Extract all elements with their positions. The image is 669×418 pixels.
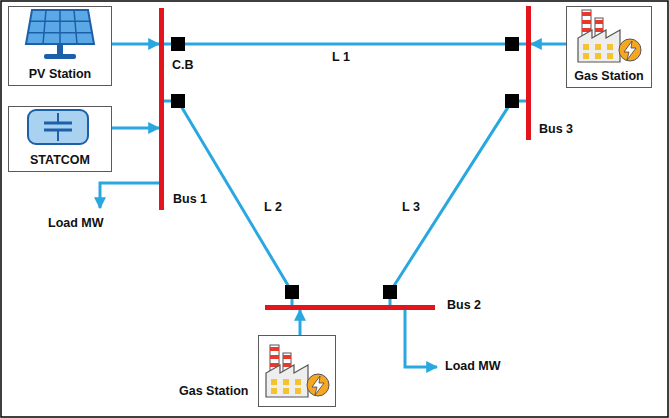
drawing-part [271, 379, 277, 385]
circuit-breaker [285, 285, 299, 299]
drawing-part [607, 53, 613, 59]
drawing-part [270, 355, 279, 359]
station-label: PV Station [29, 67, 92, 82]
transmission-line [164, 101, 292, 305]
drawing-part [595, 53, 601, 59]
station-label: STATCOM [30, 153, 90, 168]
station-label: Gas Station [179, 384, 248, 399]
circuit-breaker [171, 94, 185, 108]
drawing-part [44, 122, 72, 125]
drawing-part [59, 10, 61, 44]
drawing-part [266, 365, 308, 397]
drawing-part [582, 20, 591, 24]
bus-bar: Bus 3 [526, 6, 531, 140]
drawing-part [28, 110, 88, 144]
drawing-part [582, 12, 591, 16]
drawing-part [295, 388, 301, 394]
line-label: L 3 [400, 200, 422, 215]
bus-label: Bus 2 [445, 298, 483, 313]
drawing-part [26, 10, 94, 44]
drawing-part [578, 30, 620, 62]
breaker-label: C.B [170, 58, 196, 73]
line-label: L 2 [262, 200, 284, 215]
drawing-part [283, 379, 289, 385]
feed-arrow [112, 43, 159, 46]
gas-station-box: Gas Station [566, 6, 652, 88]
drawing-part [30, 21, 90, 23]
drawing-part [270, 347, 279, 351]
gas-plant-icon [266, 345, 329, 397]
circuit-breaker [171, 37, 185, 51]
drawing-part [283, 363, 291, 367]
gas-station-box: Gas Station [258, 335, 336, 407]
bus-bar: Bus 2 [265, 305, 435, 310]
solar-panel-icon [26, 10, 94, 59]
load-arrow [100, 183, 159, 208]
bus-bar: Bus 1 [159, 8, 164, 210]
transmission-line [390, 101, 526, 305]
drawing-part [295, 379, 301, 385]
drawing-part [271, 388, 277, 394]
drawing-part [619, 39, 641, 61]
feed-arrow [299, 310, 302, 335]
drawing-part [595, 44, 601, 50]
drawing-part [57, 130, 59, 141]
gas-plant-icon [578, 10, 641, 62]
drawing-part [583, 53, 589, 59]
statcom-icon [28, 110, 88, 144]
transmission-line [164, 43, 526, 46]
bus-label: Bus 1 [171, 192, 209, 207]
drawing-part [583, 44, 589, 50]
pv-station-box: PV Station [8, 6, 112, 86]
drawing-part [607, 44, 613, 50]
drawing-part [44, 54, 76, 59]
line-label: L 1 [330, 50, 352, 65]
feed-arrow [531, 43, 566, 46]
drawing-part [43, 10, 46, 44]
station-label: Gas Station [574, 69, 643, 84]
circuit-breaker [505, 37, 519, 51]
drawing-part [307, 374, 329, 396]
statcom-box: STATCOM [8, 106, 112, 172]
drawing-part [595, 20, 603, 24]
bus-label: Bus 3 [537, 122, 575, 137]
drawing-part [595, 28, 603, 32]
drawing-part [312, 376, 324, 395]
circuit-breaker [505, 94, 519, 108]
circuit-breaker [383, 285, 397, 299]
load-label: Load MW [443, 359, 503, 374]
drawing-part [57, 44, 63, 54]
drawing-part [283, 388, 289, 394]
drawing-part [28, 32, 92, 34]
load-label: Load MW [46, 216, 106, 231]
drawing-part [74, 10, 77, 44]
drawing-part [283, 355, 291, 359]
load-arrow [405, 310, 437, 367]
drawing-part [624, 41, 636, 60]
feed-arrow [112, 127, 159, 130]
